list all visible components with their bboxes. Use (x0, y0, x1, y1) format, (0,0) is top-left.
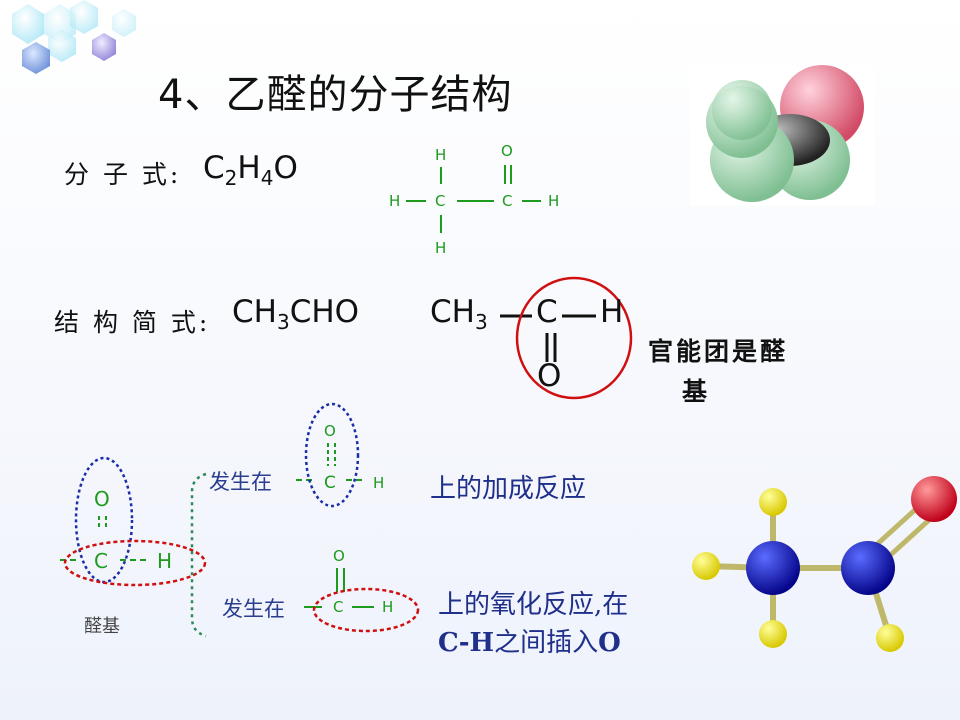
oxidation-ch-bold: C-H (438, 628, 495, 658)
expanded-ch3: CH3 (430, 294, 488, 334)
oxidation-o-bold: O (598, 628, 621, 658)
condensed-ch: CH (232, 294, 277, 330)
space-filling-model (690, 65, 875, 206)
expanded-c: C (536, 294, 558, 330)
formula-c-sub: 2 (224, 166, 238, 191)
aldehyde-o: O (94, 487, 110, 511)
addition-h: H (373, 474, 385, 492)
page-title: 4、乙醛的分子结构 (158, 72, 513, 118)
formula-h: H (237, 150, 261, 186)
bracket-line (190, 472, 207, 638)
oxidation-c: C (333, 598, 344, 616)
oxidation-o: O (333, 547, 345, 565)
addition-suffix: 上的加成反应 (430, 474, 587, 504)
structure-bonds (406, 165, 541, 233)
struct-o-top: O (501, 142, 513, 160)
condensed-sub: 3 (276, 310, 290, 335)
formula-h-sub: 4 (260, 166, 274, 191)
expanded-sub: 3 (474, 310, 488, 335)
oxidation-mid: 之间插入 (494, 628, 599, 658)
oxidation-prefix: 发生在 (222, 597, 285, 621)
aldehyde-c: C (94, 549, 108, 573)
aldehyde-h: H (157, 549, 173, 573)
molecular-formula-label: 分 子 式: (64, 160, 182, 189)
struct-h-right: H (548, 192, 560, 210)
expanded-ch: CH (430, 294, 475, 330)
formula-o: O (273, 150, 298, 186)
condensed-formula: CH3CHO (232, 294, 359, 334)
addition-o: O (324, 422, 336, 440)
struct-h-bottom: H (435, 239, 447, 257)
struct-h-top: H (435, 146, 447, 164)
oxidation-h: H (382, 598, 394, 616)
molecular-formula: C2H4O (203, 150, 298, 190)
formula-c: C (203, 150, 225, 186)
addition-prefix: 发生在 (209, 470, 272, 494)
oxidation-suffix-line1: 上的氧化反应,在 (438, 590, 629, 620)
addition-c: C (324, 473, 336, 493)
functional-group-note-2: 基 (682, 377, 711, 406)
ball-and-stick-model (692, 476, 957, 652)
oxidation-suffix-line2: C-H之间插入O (438, 622, 621, 659)
functional-group-note: 官能团是醛 (648, 337, 789, 366)
aldehyde-red-ring (63, 539, 207, 587)
aldehyde-label: 醛基 (84, 616, 120, 637)
struct-c2: C (502, 192, 513, 210)
expanded-o: O (537, 358, 562, 394)
condensed-cho: CHO (289, 294, 360, 330)
struct-c1: C (435, 192, 446, 210)
oxidation-red-ring (312, 587, 420, 633)
struct-h-left: H (389, 192, 401, 210)
expanded-h: H (600, 294, 624, 330)
structural-formula-label: 结 构 简 式: (54, 308, 211, 337)
